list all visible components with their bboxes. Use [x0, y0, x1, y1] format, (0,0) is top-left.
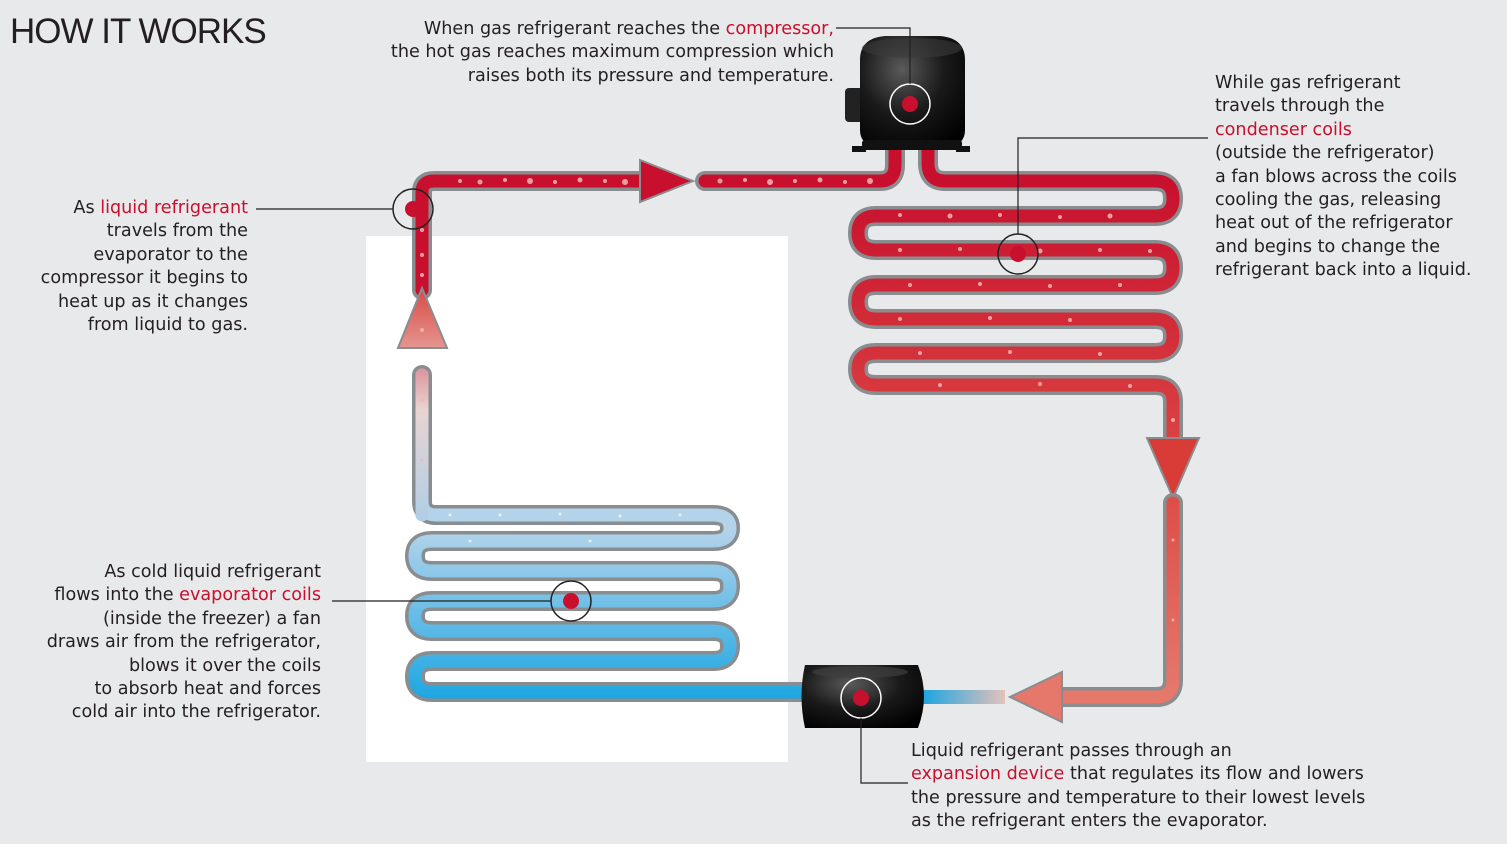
- condenser-note: While gas refrigerant travels through th…: [1215, 72, 1505, 283]
- flow-arrow-down: [1145, 437, 1201, 501]
- evaporator-note: As cold liquid refrigerant flows into th…: [46, 562, 321, 723]
- compressor: [845, 36, 970, 152]
- flow-arrow-right: [639, 158, 696, 204]
- hot-gas-pipe: [412, 138, 905, 300]
- refrigerant-bubbles: [420, 177, 1175, 622]
- liquid-refrigerant-label: liquid refrigerant: [100, 198, 248, 218]
- page-title: HOW IT WORKS: [10, 12, 267, 51]
- expansion-note: Liquid refrigerant passes through an exp…: [911, 741, 1366, 832]
- liquid-refrigerant-note: As liquid refrigerant travels from the e…: [40, 198, 248, 336]
- compressor-label: compressor,: [725, 19, 834, 39]
- condenser-coils-label: condenser coils: [1215, 119, 1352, 140]
- flow-arrow-left: [1007, 670, 1063, 724]
- liquid-return-pipe: [1050, 493, 1183, 707]
- condenser-coils: [848, 138, 1183, 450]
- evaporator-coils-label: evaporator coils: [179, 585, 321, 606]
- expansion-device-label: expansion device: [911, 764, 1065, 785]
- flow-arrow-up: [396, 285, 449, 349]
- leader-lines: [256, 27, 1208, 784]
- compressor-note: When gas refrigerant reaches the compres…: [390, 19, 834, 86]
